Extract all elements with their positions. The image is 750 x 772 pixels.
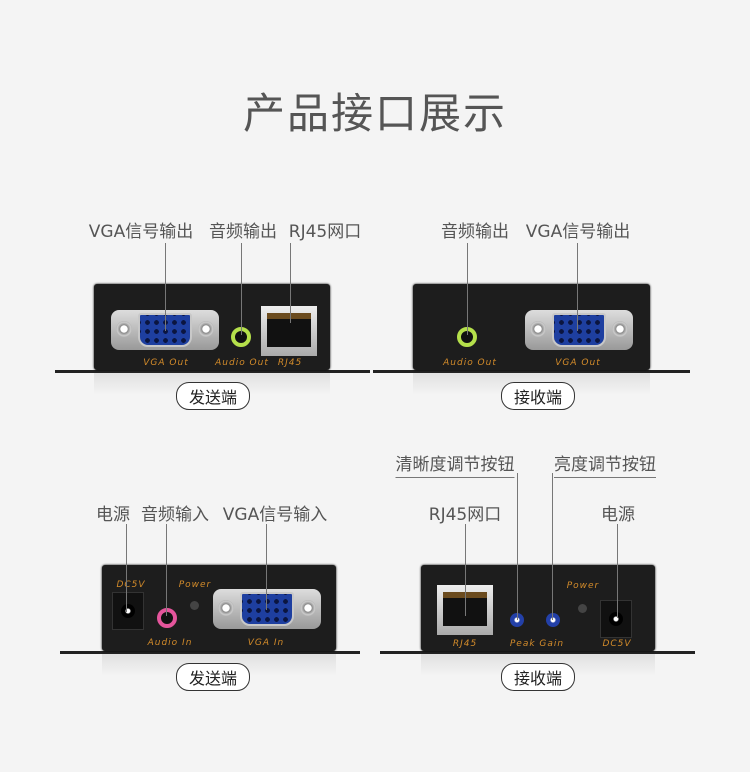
sender-badge: 发送端 [175, 382, 251, 410]
receiver-badge: 接收端 [500, 382, 576, 410]
port-label: Power [566, 581, 600, 591]
pointer-line [126, 524, 127, 612]
base-line [380, 651, 695, 654]
port-label: RJ45 [277, 358, 303, 368]
port-label: DC5V [602, 639, 632, 649]
pointer-line [241, 243, 242, 335]
label-rj45: RJ45网口 [428, 505, 502, 525]
label-peak-knob: 清晰度调节按钮 [395, 450, 515, 478]
base-line [60, 651, 360, 654]
port-label: VGA Out [555, 358, 601, 368]
pointer-line [577, 243, 578, 331]
label-audio-in: 音频输入 [141, 505, 209, 525]
port-label: Audio In [147, 638, 193, 648]
label-vga-out: VGA信号输出 [88, 222, 194, 242]
label-gain-knob: 亮度调节按钮 [554, 450, 656, 478]
pointer-line [166, 524, 167, 616]
pointer-line [517, 473, 518, 620]
pointer-line [266, 524, 267, 610]
pointer-line [467, 243, 468, 335]
label-audio-out: 音频输出 [209, 222, 277, 242]
label-rj45: RJ45网口 [288, 222, 362, 242]
dc-power-jack-icon [112, 592, 144, 630]
audio-jack-icon [157, 608, 177, 628]
label-audio-out: 音频输出 [441, 222, 509, 242]
vga-port-icon [525, 310, 633, 350]
pointer-line [165, 243, 166, 331]
receiver-badge: 接收端 [500, 663, 576, 691]
peak-knob-icon[interactable] [510, 613, 524, 627]
port-label: Audio Out [443, 358, 497, 368]
page-title: 产品接口展示 [242, 89, 507, 138]
port-label: Power [178, 580, 212, 590]
power-led-icon [190, 601, 199, 610]
pointer-line [552, 473, 553, 620]
port-label: VGA Out [143, 358, 189, 368]
port-label: Peak Gain [509, 639, 565, 649]
rj45-port-icon [261, 306, 317, 356]
label-vga-in: VGA信号输入 [222, 505, 328, 525]
label-power: 电源 [96, 505, 130, 525]
gain-knob-icon[interactable] [546, 613, 560, 627]
pointer-line [465, 524, 466, 616]
port-label: VGA In [247, 638, 285, 648]
pointer-line [617, 524, 618, 618]
port-label: RJ45 [452, 639, 478, 649]
power-led-icon [578, 604, 587, 613]
port-label: Audio Out [215, 358, 269, 368]
pointer-line [290, 243, 291, 323]
label-vga-out: VGA信号输出 [525, 222, 631, 242]
sender-badge: 发送端 [175, 663, 251, 691]
vga-port-icon [213, 589, 321, 629]
label-power: 电源 [601, 505, 635, 525]
base-line [373, 370, 690, 373]
dc-power-jack-icon [600, 600, 632, 638]
base-line [55, 370, 370, 373]
port-label: DC5V [116, 580, 146, 590]
